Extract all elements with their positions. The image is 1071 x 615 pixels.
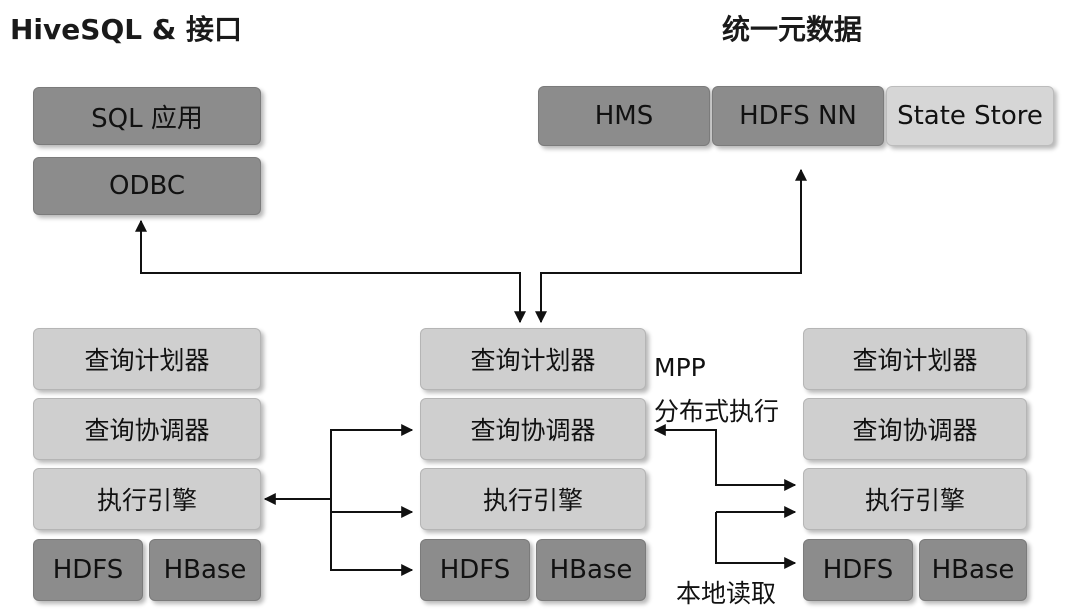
node1-query-planner: 查询计划器 [33,328,261,390]
title-metadata: 统一元数据 [722,13,863,46]
node2-hbase: HBase [536,539,646,601]
sql-app-box: SQL 应用 [33,87,261,145]
node3-query-coordinator: 查询协调器 [803,398,1027,460]
arrow-left-exec-to-center-exec [330,499,414,518]
node2-query-planner: 查询计划器 [420,328,646,390]
node3-hdfs: HDFS [803,539,913,601]
node2-query-coordinator: 查询协调器 [420,398,646,460]
node3-execution-engine: 执行引擎 [803,468,1027,530]
node3-query-planner: 查询计划器 [803,328,1027,390]
node1-hdfs: HDFS [33,539,143,601]
arrow-left-exec-to-center-coordinator [263,424,414,505]
hms-box: HMS [538,86,710,146]
arrow-left-exec-to-center-hdfs [330,512,414,576]
node1-hbase: HBase [149,539,261,601]
node3-hbase: HBase [919,539,1027,601]
node2-hdfs: HDFS [420,539,530,601]
title-interfaces: HiveSQL & 接口 [10,13,242,46]
local-read-label: 本地读取 [676,579,777,608]
node1-query-coordinator: 查询协调器 [33,398,261,460]
node1-execution-engine: 执行引擎 [33,468,261,530]
state-store-box: State Store [886,86,1054,146]
arrow-right-exec-to-center-coordinator [653,424,797,491]
arrow-center-to-odbc [135,219,526,324]
hdfs-nn-box: HDFS NN [712,86,884,146]
mpp-label: MPP [654,353,706,382]
odbc-box: ODBC [33,157,261,215]
node2-execution-engine: 执行引擎 [420,468,646,530]
mpp-distributed-label: 分布式执行 [654,397,780,426]
arrow-center-to-hdfs-nn [535,168,807,324]
arrow-right-to-hdfs [715,512,797,569]
